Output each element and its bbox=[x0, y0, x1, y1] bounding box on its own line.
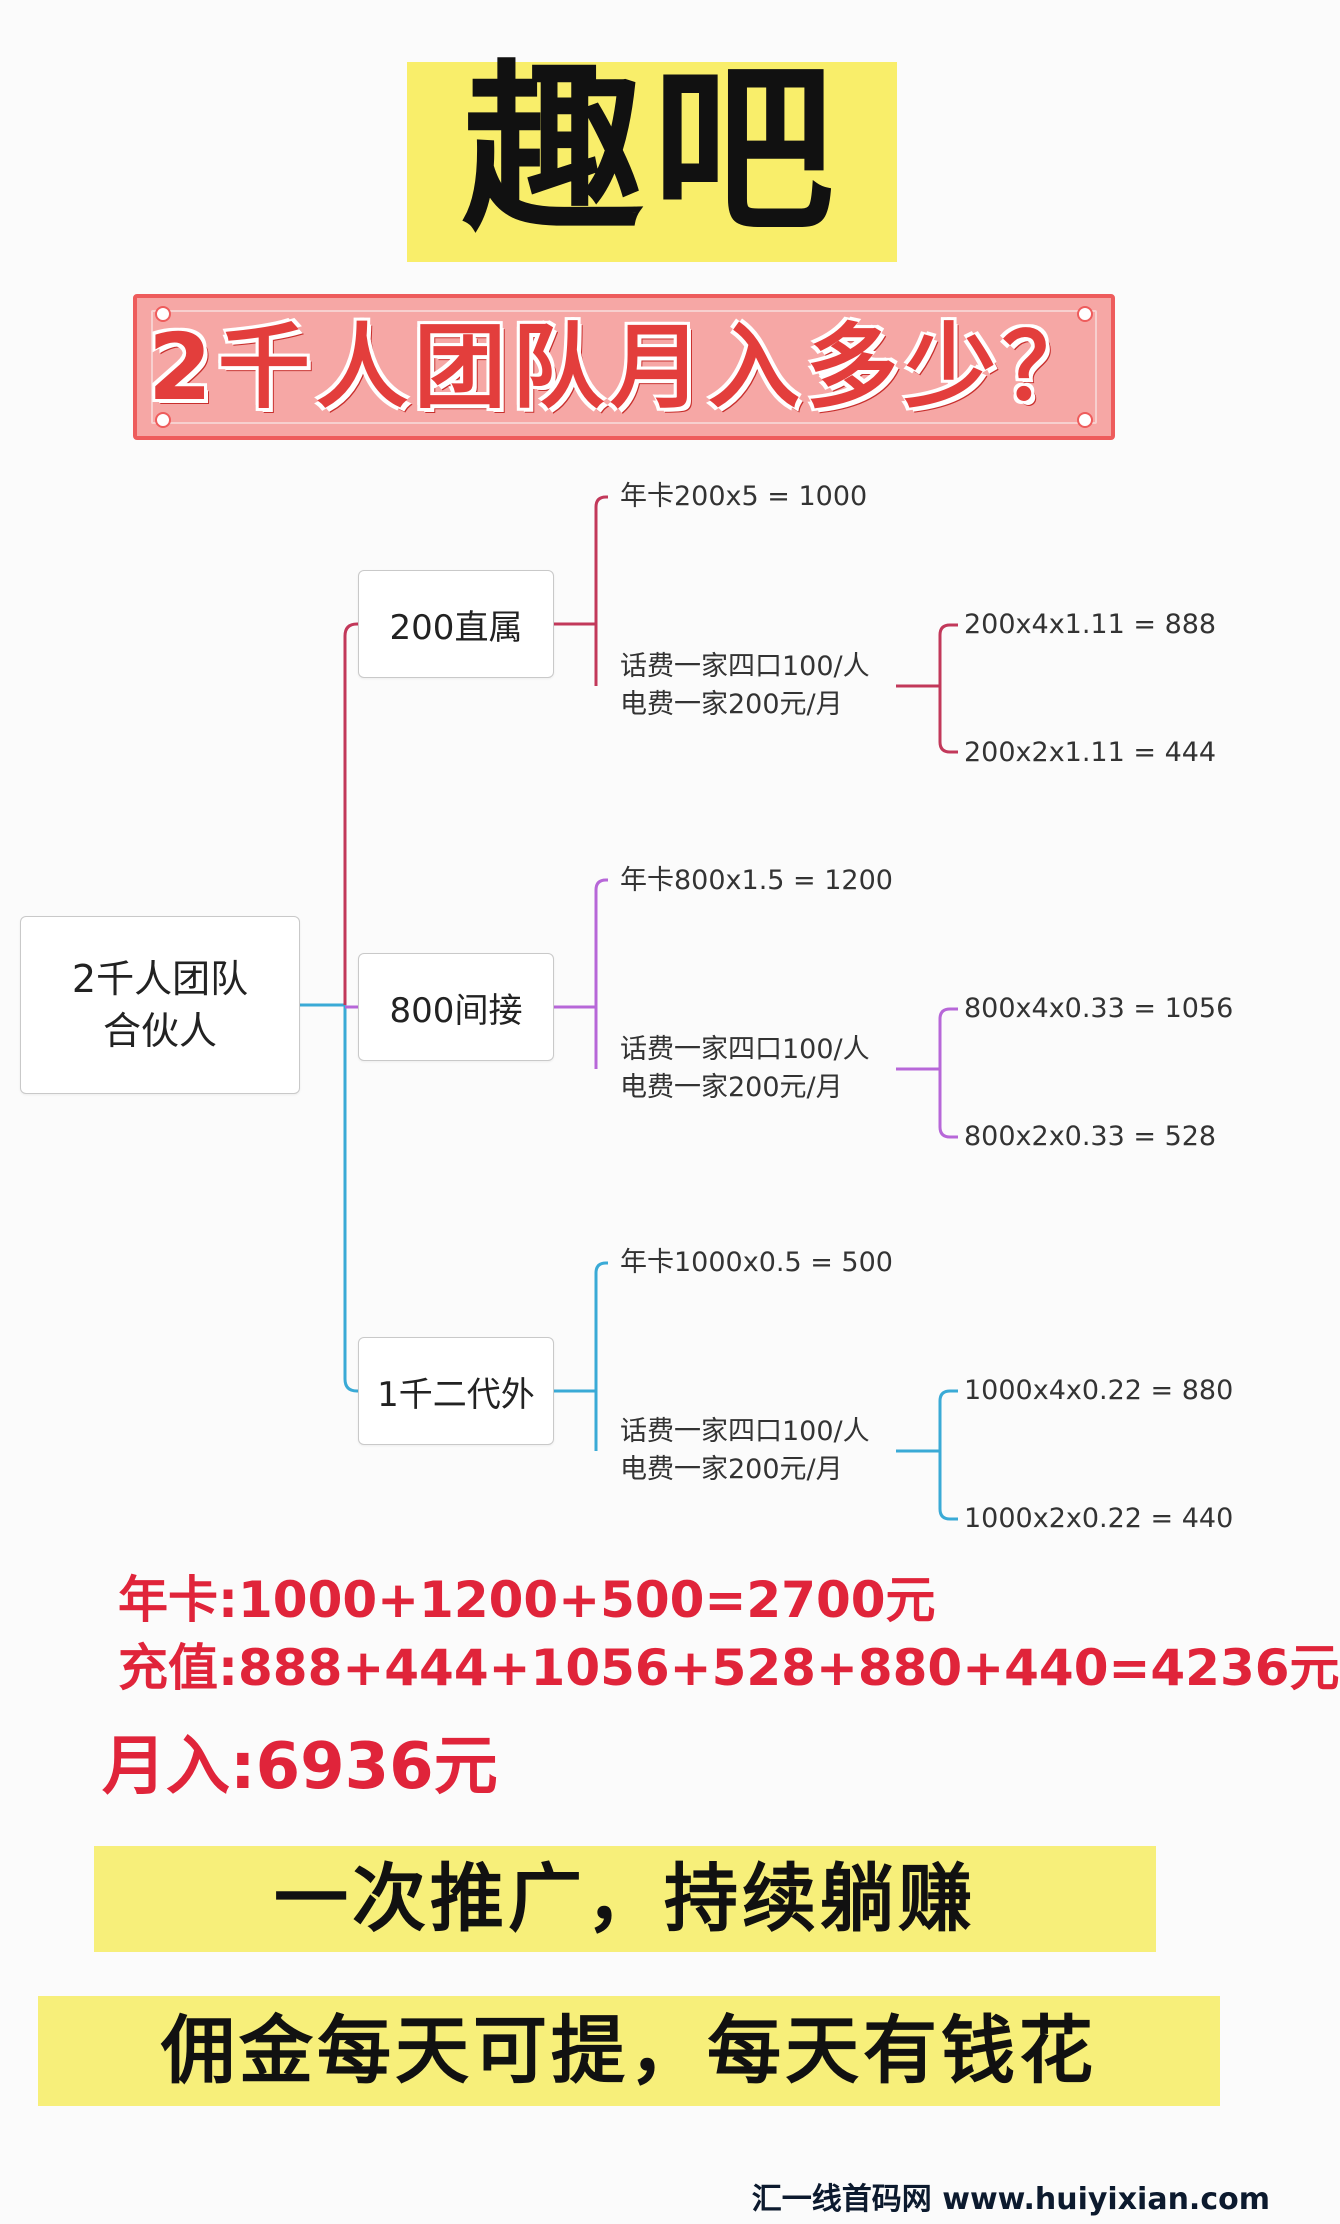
banner-rivet bbox=[155, 412, 171, 428]
phone-fee-note: 话费一家四口100/人 bbox=[620, 651, 870, 682]
banner-rivet bbox=[155, 306, 171, 322]
connector-calc-lower bbox=[938, 686, 958, 754]
slogan-highlight bbox=[38, 1996, 1220, 2106]
recharge-calc: 1000x4x0.22 = 880 bbox=[964, 1375, 1234, 1406]
annual-total: 年卡:1000+1200+500=2700元 bbox=[118, 1571, 936, 1629]
phone-fee-note: 话费一家四口100/人 bbox=[620, 1034, 870, 1065]
recharge-calc: 200x4x1.11 = 888 bbox=[964, 609, 1217, 640]
headline-banner: 2千人团队月入多少？ bbox=[133, 294, 1115, 440]
page-title: 趣吧 bbox=[462, 44, 842, 256]
branch-node-indirect: 800间接 bbox=[358, 953, 554, 1061]
connector-calc-upper bbox=[938, 1389, 958, 1451]
connector-trunk-direct bbox=[343, 622, 358, 1005]
banner-rivet bbox=[1077, 306, 1093, 322]
branch-node-third-level: 1千二代外 bbox=[358, 1337, 554, 1445]
root-node: 2千人团队 合伙人 bbox=[20, 916, 300, 1094]
connector-calc-upper bbox=[938, 1007, 958, 1069]
connector-annual bbox=[594, 495, 608, 624]
branch-node-direct: 200直属 bbox=[358, 570, 554, 678]
slogan-line-2: 佣金每天可提，每天有钱花 bbox=[161, 2008, 1097, 2094]
monthly-income: 月入:6936元 bbox=[102, 1730, 498, 1804]
recharge-calc: 800x4x0.33 = 1056 bbox=[964, 993, 1234, 1024]
phone-fee-note: 话费一家四口100/人 bbox=[620, 1416, 870, 1447]
connector-annual bbox=[594, 1261, 608, 1391]
connector-calc-lower bbox=[938, 1069, 958, 1139]
connector-calc-upper bbox=[938, 623, 958, 686]
recharge-calc: 200x2x1.11 = 444 bbox=[964, 737, 1217, 768]
banner-frame bbox=[151, 310, 1097, 424]
connector-annual bbox=[594, 878, 608, 1007]
banner-rivet bbox=[1077, 412, 1093, 428]
recharge-calc: 1000x2x0.22 = 440 bbox=[964, 1503, 1234, 1534]
electric-fee-note: 电费一家200元/月 bbox=[620, 1454, 843, 1485]
banner-headline: 2千人团队月入多少？ bbox=[147, 314, 1100, 421]
electric-fee-note: 电费一家200元/月 bbox=[620, 1072, 843, 1103]
slogan-line-1: 一次推广，持续躺赚 bbox=[274, 1856, 976, 1942]
connector-trunk-third bbox=[343, 1005, 358, 1393]
electric-fee-note: 电费一家200元/月 bbox=[620, 689, 843, 720]
recharge-total: 充值:888+444+1056+528+880+440=4236元 bbox=[118, 1639, 1340, 1697]
mind-map-connectors bbox=[300, 495, 958, 1521]
annual-card-calc: 年卡1000x0.5 = 500 bbox=[620, 1247, 893, 1278]
root-label-line2: 合伙人 bbox=[102, 1009, 217, 1053]
recharge-calc: 800x2x0.33 = 528 bbox=[964, 1121, 1217, 1152]
annual-card-calc: 年卡200x5 = 1000 bbox=[620, 481, 868, 512]
connector-calc-lower bbox=[938, 1451, 958, 1521]
root-label-line1: 2千人团队 bbox=[71, 957, 249, 1001]
title-highlight bbox=[407, 62, 897, 262]
site-watermark: 汇一线首码网 www.huiyixian.com bbox=[751, 2182, 1270, 2217]
annual-card-calc: 年卡800x1.5 = 1200 bbox=[620, 865, 893, 896]
slogan-highlight bbox=[94, 1846, 1156, 1952]
